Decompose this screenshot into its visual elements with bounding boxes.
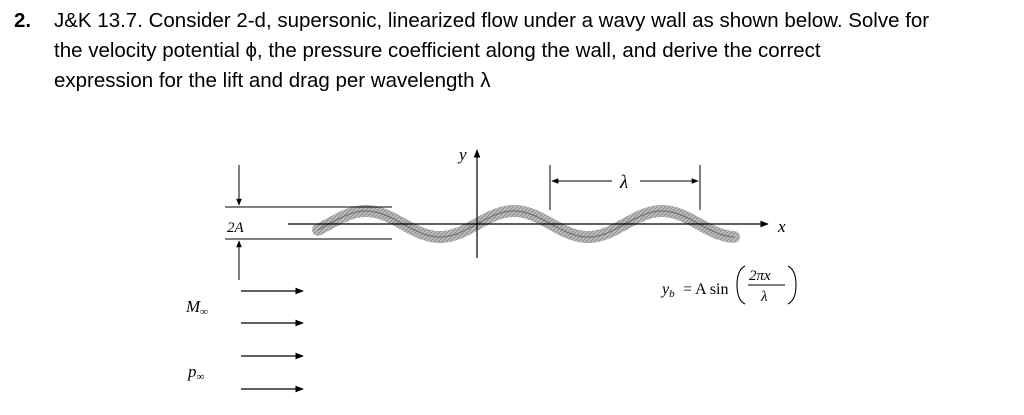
problem-number: 2.	[14, 9, 32, 32]
equation-lhs: y	[660, 281, 670, 298]
problem-text: J&K 13.7. Consider 2-d, supersonic, line…	[54, 6, 1014, 96]
equation-denominator: λ	[760, 289, 768, 305]
wavy-wall-centerline	[317, 210, 735, 238]
equation-rhs: = A sin	[683, 281, 728, 298]
equation-lhs-subscript: b	[669, 288, 675, 300]
mach-symbol: M	[185, 297, 201, 316]
problem-line-3: expression for the lift and drag per wav…	[54, 69, 491, 92]
y-axis-label: y	[457, 145, 467, 164]
wavelength-label: λ	[619, 172, 628, 193]
problem-line-2: the velocity potential ϕ, the pressure c…	[54, 39, 821, 62]
equation-numerator: 2πx	[749, 268, 771, 284]
svg-text:yb: yb	[660, 281, 675, 300]
x-axis-label: x	[777, 217, 786, 236]
pressure-label: p∞	[187, 362, 205, 383]
equation-right-paren	[787, 265, 797, 305]
pressure-symbol: p	[187, 362, 197, 381]
amplitude-label: 2A	[227, 220, 245, 236]
equation-left-paren	[736, 265, 746, 305]
mach-subscript: ∞	[200, 306, 208, 318]
wall-equation: yb = A sin 2πx λ	[660, 265, 797, 305]
problem-line-1: J&K 13.7. Consider 2-d, supersonic, line…	[54, 9, 930, 32]
mach-label: M∞	[185, 297, 208, 318]
pressure-subscript: ∞	[197, 371, 205, 383]
